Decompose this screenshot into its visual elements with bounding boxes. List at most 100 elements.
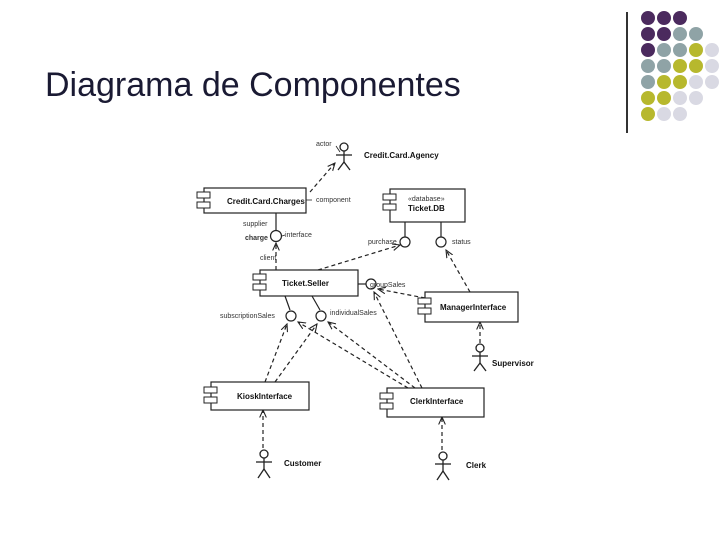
actor-label: Customer	[284, 459, 321, 468]
slide-title: Diagrama de Componentes	[45, 66, 461, 104]
dependency-line	[264, 324, 287, 383]
annotation-supplier: supplier	[243, 221, 268, 228]
interface-label-group-sales: groupSales	[370, 282, 406, 289]
dot	[673, 11, 687, 25]
actor-leg	[337, 161, 345, 171]
component-manager-interface: ManagerInterface	[417, 291, 519, 323]
component-tab	[417, 307, 432, 315]
component-tab	[417, 297, 432, 305]
component-tab	[252, 283, 267, 291]
dot	[705, 59, 719, 73]
dot	[657, 11, 671, 25]
component-tab	[196, 191, 211, 199]
dependency-line	[298, 322, 409, 389]
component-label: ManagerInterface	[440, 303, 507, 312]
actor-head	[259, 449, 269, 459]
dot	[673, 91, 687, 105]
realization-line	[284, 295, 291, 311]
component-ticket-seller: Ticket.Seller	[252, 269, 359, 297]
actor-head	[475, 343, 485, 353]
dot	[641, 11, 655, 25]
actor-head	[438, 451, 448, 461]
component-box	[210, 381, 310, 411]
component-clerk-interface: ClerkInterface	[379, 387, 485, 418]
actor-leg	[343, 161, 351, 171]
actor-leg	[479, 362, 487, 372]
actor-supervisor	[472, 343, 488, 372]
component-label: Ticket.Seller	[282, 279, 329, 288]
dot	[673, 59, 687, 73]
component-box	[203, 187, 307, 214]
annotation-actor: actor	[316, 141, 332, 148]
interface-label-individual-sales: individualSales	[330, 310, 377, 317]
component-kiosk-interface: KioskInterface	[203, 381, 310, 411]
actor-leg	[473, 362, 481, 372]
dot	[673, 43, 687, 57]
dot	[673, 75, 687, 89]
interface-circle-individual-sales	[315, 310, 327, 322]
dot	[689, 75, 703, 89]
actor-label: Credit.Card.Agency	[364, 151, 439, 160]
component-box	[424, 291, 519, 323]
dependency-line	[378, 289, 426, 299]
actor-head	[339, 142, 349, 152]
component-credit-card-charges: Credit.Card.Charges	[196, 187, 307, 214]
dot	[641, 91, 655, 105]
dot	[657, 91, 671, 105]
actor-leg	[257, 468, 265, 479]
dot	[689, 91, 703, 105]
component-box	[259, 269, 359, 297]
dependency-line	[317, 245, 400, 271]
dependency-line	[309, 163, 335, 193]
component-tab	[379, 392, 394, 400]
dot	[657, 59, 671, 73]
actor-leg	[436, 470, 444, 481]
actor-credit-card-agency	[336, 142, 352, 171]
interface-label-status: status	[452, 239, 471, 246]
actor-leg	[263, 468, 271, 479]
annotation-pointer	[281, 234, 286, 237]
interface-circle-charge	[269, 229, 283, 243]
interface-circle-group-sales	[365, 278, 377, 290]
interface-circle-subscription-sales	[285, 310, 297, 322]
actor-clerk	[435, 451, 451, 481]
interface-circle-purchase	[399, 236, 411, 248]
decorative-dot-grid	[641, 11, 719, 121]
realization-line	[311, 295, 321, 311]
interface-label-subscription-sales: subscriptionSales	[220, 313, 275, 320]
annotation-interface: interface	[285, 232, 312, 239]
dependency-line	[328, 322, 416, 389]
dot	[657, 43, 671, 57]
component-label: Ticket.DB	[408, 204, 445, 213]
component-tab	[203, 386, 218, 394]
connectors	[263, 145, 480, 450]
annotation-client: client	[260, 255, 276, 262]
dot	[705, 75, 719, 89]
component-tab	[382, 203, 397, 211]
component-box	[389, 188, 466, 223]
dependency-line	[374, 292, 423, 389]
annotation-pointer	[335, 145, 341, 153]
actor-label: Supervisor	[492, 359, 534, 368]
title-divider	[626, 12, 628, 133]
component-tab	[382, 193, 397, 201]
component-tab	[196, 201, 211, 209]
interface-label-purchase: purchase	[368, 239, 397, 246]
annotation-component: component	[316, 197, 351, 204]
dot	[641, 43, 655, 57]
component-label: ClerkInterface	[410, 397, 464, 406]
component-tab	[203, 396, 218, 404]
stereotype-label: «database»	[408, 196, 445, 203]
dot	[673, 27, 687, 41]
actor-customer	[256, 449, 272, 479]
dot	[641, 27, 655, 41]
actor-label: Clerk	[466, 461, 487, 470]
dot	[657, 75, 671, 89]
interface-label-charge: charge	[245, 235, 268, 242]
dot	[657, 107, 671, 121]
dot	[689, 59, 703, 73]
interface-circle-status	[435, 236, 447, 248]
dot	[657, 27, 671, 41]
component-label: Credit.Card.Charges	[227, 197, 305, 206]
